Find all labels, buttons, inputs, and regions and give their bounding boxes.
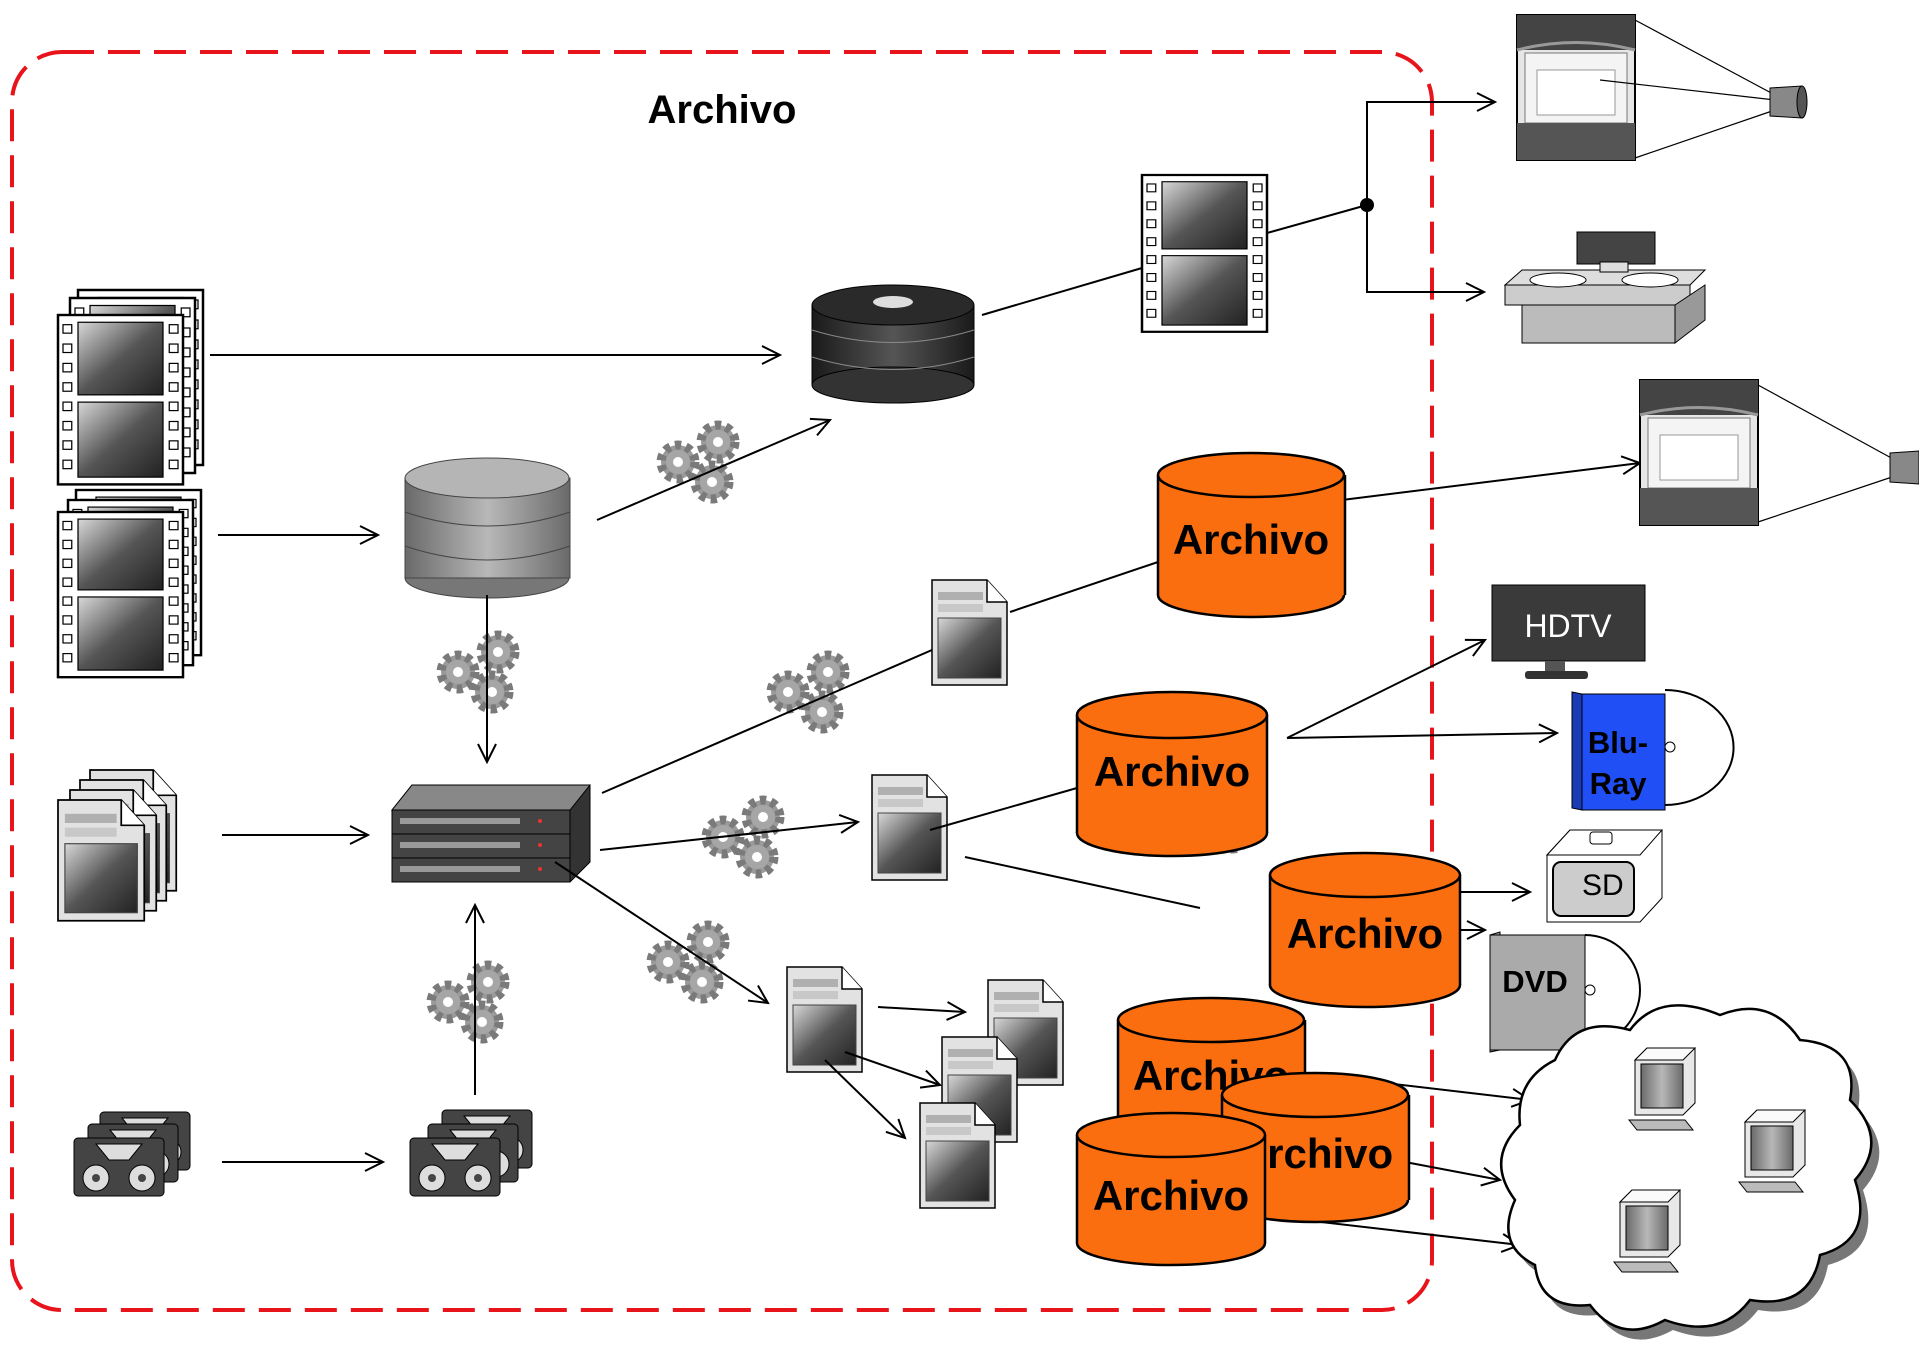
negative-stack-source [56,488,203,679]
bluray-output: Blu- Ray [1571,689,1735,811]
file-icon-3 [786,966,863,1073]
sd-label: SD [1582,869,1624,902]
process-gears-6 [431,965,505,1039]
cinema-output-1 [1515,13,1808,162]
film-projector-output [1503,231,1707,345]
archive-label-1: Archivo [1173,516,1329,563]
server-rack [390,784,592,883]
archive-cylinder-3: Archivo [1268,851,1462,1009]
hdtv-label: HDTV [1524,608,1612,644]
process-gears-2 [441,635,515,709]
archive-cylinder-1: Archivo [1156,451,1347,619]
cinema-output-2 [1638,378,1919,527]
tape-stack-source [73,1111,191,1197]
junction-dot [1360,198,1374,212]
archive-label-3: Archivo [1287,910,1443,957]
archive-boundary [10,50,1434,1312]
archive-label-2: Archivo [1094,748,1250,795]
bluray-label-line1: Blu- [1588,725,1648,760]
archive-label-6: Archivo [1093,1172,1249,1219]
tape-stack-copy [409,1109,533,1197]
film-stack-source [56,288,205,486]
connectors [210,102,1640,1245]
dvd-label: DVD [1502,964,1567,999]
bluray-label-line2: Ray [1590,766,1648,801]
disk-stack-dark [811,284,975,404]
file-icon-1 [931,579,1008,686]
hdtv-output: HDTV [1491,584,1646,679]
archive-cylinder-6: Archivo [1075,1111,1267,1267]
diagram-title: Archivo [648,88,797,132]
document-stack-source [57,769,178,922]
process-gears-5 [651,925,725,999]
film-strip-output [1140,173,1269,334]
network-cloud [1500,1004,1880,1340]
file-icon-6 [919,1102,996,1209]
sd-output: SD [1545,829,1664,923]
storage-stack-gray [404,457,571,599]
archive-cylinder-2: Archivo [1075,690,1269,858]
